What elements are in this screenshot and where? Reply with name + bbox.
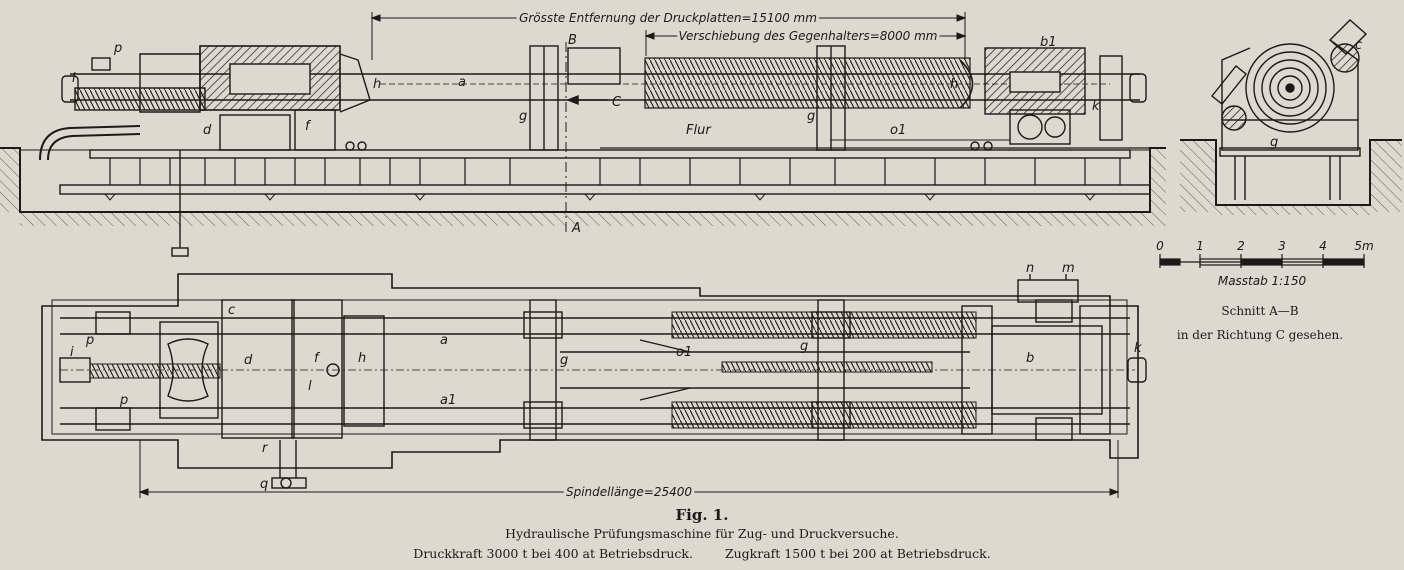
plan-label-m: m — [1062, 261, 1075, 276]
figure-title: Fig. 1. — [675, 506, 729, 524]
plan-label-l: l — [308, 379, 312, 394]
elev-label-h-left: h — [373, 77, 381, 92]
elev-label-h-right: h — [950, 77, 958, 92]
section-label-g: g — [1270, 135, 1278, 150]
figure-caption-line1: Hydraulische Prüfungsmaschine für Zug- u… — [505, 526, 899, 541]
scale-label: Masstab 1:150 — [1218, 274, 1307, 288]
elev-label-C: C — [612, 95, 622, 110]
scale-tick: 1 — [1196, 239, 1204, 253]
scale-bar — [1159, 254, 1365, 268]
plan-label-g-left: g — [560, 353, 568, 368]
dimension-spindellaenge — [138, 440, 1120, 498]
section-labels: c g — [1270, 38, 1362, 150]
plan-label-n: n — [1026, 261, 1034, 276]
plan-label-i: i — [70, 345, 74, 360]
plan-label-g-right: g — [800, 339, 808, 354]
plan-label-k: k — [1134, 341, 1142, 356]
plan-view — [41, 273, 1147, 489]
section-title: Schnitt A—B — [1221, 304, 1299, 318]
plan-label-d: d — [244, 353, 253, 368]
plan-labels: p p i c d f h l a a1 g o1 g n m b k r q — [70, 261, 1142, 492]
caption-druckkraft: Druckkraft 3000 t bei 400 at Betriebsdru… — [413, 546, 693, 561]
elev-label-i: i — [72, 71, 76, 86]
scale-tick: 4 — [1319, 239, 1327, 253]
elev-label-d: d — [203, 123, 212, 138]
elev-label-k: k — [1092, 99, 1100, 114]
plan-label-a: a — [440, 333, 448, 348]
plan-label-b: b — [1026, 351, 1034, 366]
figure-caption-line2: Druckkraft 3000 t bei 400 at Betriebsdru… — [0, 546, 1404, 561]
dimension-label-verschiebung: Verschiebung des Gegenhalters=8000 mm — [679, 29, 938, 43]
elev-label-B: B — [568, 33, 577, 48]
elev-label-g-right: g — [807, 109, 815, 124]
dimension-verschiebung — [644, 30, 967, 56]
plan-label-a1: a1 — [440, 393, 456, 408]
plan-label-r: r — [262, 441, 269, 456]
plan-label-c: c — [228, 303, 235, 318]
plan-label-p-bottom: p — [119, 393, 128, 408]
elevation-view — [0, 42, 1166, 257]
elev-label-A: A — [571, 221, 581, 236]
plan-label-o1: o1 — [676, 345, 692, 360]
elev-label-b1: b1 — [1040, 35, 1057, 50]
scale-ticks: 0 1 2 3 4 5m — [1156, 239, 1373, 253]
scale-tick: 5m — [1354, 239, 1373, 253]
elev-label-a: a — [458, 75, 466, 90]
elev-label-g-left: g — [519, 109, 527, 124]
elev-label-o1: o1 — [890, 123, 906, 138]
plan-label-q: q — [260, 477, 268, 492]
plan-label-f: f — [314, 351, 321, 366]
scale-tick: 3 — [1278, 239, 1286, 253]
elev-label-f: f — [305, 119, 312, 134]
elev-label-p: p — [113, 41, 122, 56]
scale-tick: 2 — [1237, 239, 1245, 253]
section-subtitle: in der Richtung C gesehen. — [1176, 328, 1344, 342]
elev-label-flur: Flur — [686, 123, 712, 138]
scale-tick: 0 — [1156, 239, 1164, 253]
section-label-c: c — [1355, 38, 1362, 53]
section-view — [1180, 19, 1402, 215]
elevation-labels: p i d f h a g B C A Flur g o1 h b1 k — [72, 33, 1100, 236]
plan-label-h: h — [358, 351, 366, 366]
caption-zugkraft: Zugkraft 1500 t bei 200 at Betriebsdruck… — [724, 546, 991, 561]
dimension-label-spindel: Spindellänge=25400 — [566, 485, 692, 499]
dimension-label-groesste: Grösste Entfernung der Druckplatten=1510… — [519, 11, 817, 25]
plan-label-p-top: p — [85, 333, 94, 348]
